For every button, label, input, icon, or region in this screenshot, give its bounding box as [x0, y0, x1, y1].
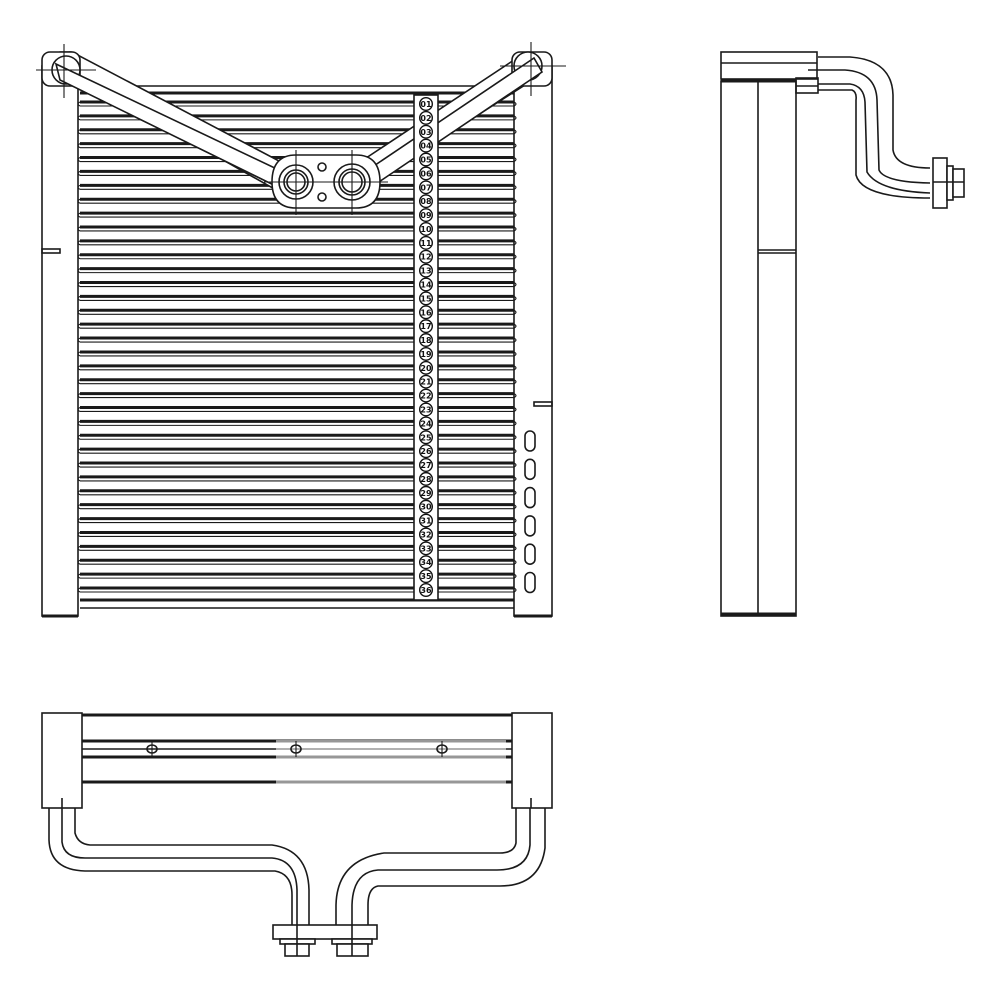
- mount-hole: [436, 741, 448, 757]
- row-label-text: 11: [420, 239, 432, 248]
- row-label: 03: [419, 124, 434, 139]
- bottom-fitting-block: [272, 924, 378, 940]
- bottom-view: [41, 712, 553, 957]
- row-label-text: 24: [420, 419, 432, 428]
- row-label-text: 10: [420, 225, 432, 234]
- row-label-text: 23: [420, 405, 431, 414]
- drain-slot: [524, 515, 536, 537]
- row-label: 07: [419, 180, 434, 195]
- row-label: 33: [419, 541, 434, 556]
- side-nut: [932, 157, 948, 209]
- row-label: 34: [419, 555, 434, 570]
- row-label: 35: [419, 569, 434, 584]
- row-label: 16: [419, 305, 434, 320]
- row-label-text: 19: [420, 350, 432, 359]
- row-label: 11: [419, 235, 434, 250]
- mount-hole: [146, 741, 158, 757]
- row-label-text: 26: [420, 447, 432, 456]
- row-label-text: 09: [420, 211, 432, 220]
- row-label: 24: [419, 416, 434, 431]
- row-label-text: 02: [420, 114, 431, 123]
- row-label-text: 03: [420, 128, 431, 137]
- row-label: 27: [419, 458, 434, 473]
- row-label-text: 31: [420, 517, 432, 526]
- row-label-text: 22: [420, 392, 431, 401]
- row-label: 30: [419, 499, 434, 514]
- row-label-text: 27: [420, 461, 431, 470]
- row-label-text: 20: [420, 364, 432, 373]
- row-label-text: 14: [420, 281, 432, 290]
- row-label-text: 29: [420, 489, 432, 498]
- row-label: 20: [419, 360, 434, 375]
- side-pipe-outer: [818, 56, 931, 169]
- row-label-text: 13: [420, 267, 431, 276]
- row-label: 04: [419, 138, 434, 153]
- bottom-right-tank: [511, 712, 553, 809]
- row-label: 23: [419, 402, 434, 417]
- row-label-text: 06: [420, 169, 432, 178]
- drain-slot: [524, 430, 536, 452]
- row-label-text: 25: [420, 433, 432, 442]
- row-label-text: 05: [420, 156, 432, 165]
- row-label: 09: [419, 208, 434, 223]
- row-label: 08: [419, 194, 434, 209]
- row-label: 06: [419, 166, 434, 181]
- row-label: 18: [419, 333, 434, 348]
- left-header-tank: [41, 65, 79, 617]
- row-label: 17: [419, 319, 434, 334]
- bottom-pipe-right: [367, 808, 546, 926]
- bottom-pipe-left: [48, 808, 293, 926]
- side-view: [720, 51, 965, 617]
- row-label: 26: [419, 444, 434, 459]
- row-label-text: 18: [420, 336, 432, 345]
- row-label: 01: [419, 96, 434, 111]
- row-label-text: 32: [420, 530, 431, 539]
- drain-slot: [524, 486, 536, 509]
- row-label-text: 01: [420, 100, 432, 109]
- row-label: 14: [419, 277, 434, 292]
- drain-slot: [524, 571, 536, 594]
- row-label-text: 30: [420, 503, 432, 512]
- row-label-text: 07: [420, 183, 431, 192]
- row-label: 19: [419, 346, 434, 361]
- drain-slots: [524, 430, 536, 594]
- row-label-text: 12: [420, 253, 431, 262]
- row-label-text: 08: [420, 197, 432, 206]
- port-flange: [264, 150, 388, 215]
- front-view: 01 02 03 04 05 06 07 08 09 10 11 12 13 14 15 16 17 18 19 20…: [36, 42, 566, 618]
- row-label: 02: [419, 110, 434, 125]
- row-label: 10: [419, 221, 434, 236]
- row-label-text: 17: [420, 322, 431, 331]
- row-label: 28: [419, 471, 434, 486]
- row-label-text: 04: [420, 142, 432, 151]
- row-label-text: 33: [420, 544, 431, 553]
- row-label-text: 21: [420, 378, 432, 387]
- row-label-text: 35: [420, 572, 432, 581]
- row-label: 21: [419, 374, 434, 389]
- drain-slot: [524, 458, 536, 481]
- row-label-text: 15: [420, 294, 432, 303]
- bottom-left-tank: [41, 712, 83, 809]
- row-label: 12: [419, 249, 434, 264]
- drain-slot: [524, 543, 536, 566]
- row-label: 15: [419, 291, 434, 306]
- refrigerant-pipes: [36, 42, 566, 197]
- row-label: 36: [419, 583, 434, 598]
- mount-holes: [146, 741, 448, 757]
- row-label-text: 36: [420, 586, 432, 595]
- row-label-text: 34: [420, 558, 432, 567]
- row-label-text: 28: [420, 475, 432, 484]
- row-labels: 01 02 03 04 05 06 07 08 09 10 11 12 13 14 15 16 17 18 19 20…: [419, 96, 434, 598]
- row-label: 22: [419, 388, 434, 403]
- row-label: 29: [419, 485, 434, 500]
- mount-hole: [290, 741, 302, 757]
- row-label: 32: [419, 527, 434, 542]
- row-label: 05: [419, 152, 434, 167]
- row-label: 25: [419, 430, 434, 445]
- row-label: 13: [419, 263, 434, 278]
- row-label: 31: [419, 513, 434, 528]
- row-label-text: 16: [420, 308, 432, 317]
